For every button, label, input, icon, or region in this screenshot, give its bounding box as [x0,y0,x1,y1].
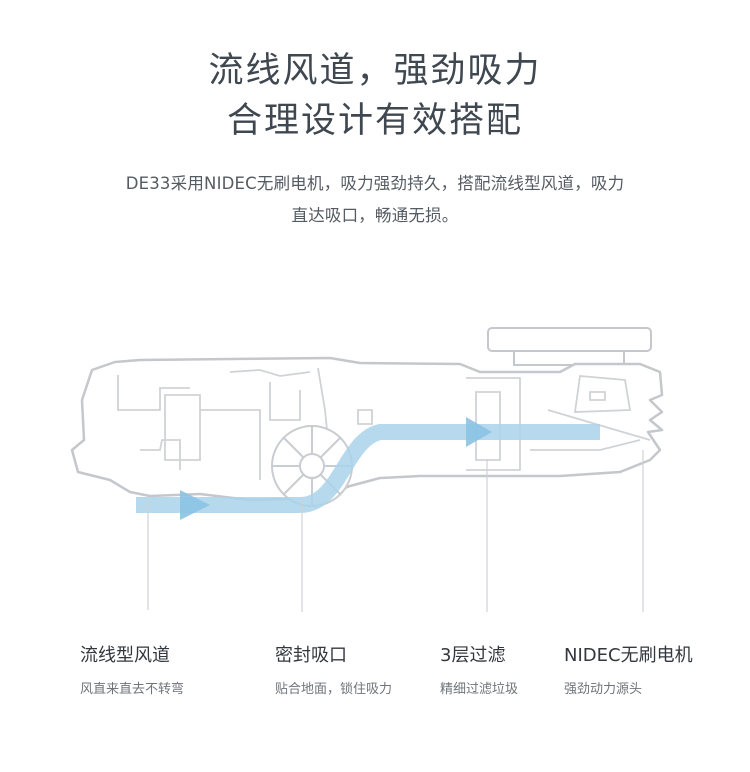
feature-title: 流线型风道 [80,645,170,666]
leader-lines [147,450,644,612]
airflow-path [136,424,600,513]
vacuum-cross-section-diagram [70,327,664,612]
feature-subtitle: 风直来直去不转弯 [80,682,185,697]
feature-nidec-motor: NIDEC无刷电机 强劲动力源头 [564,641,693,697]
feature-three-layer-filter: 3层过滤 精细过滤垃圾 [440,641,518,697]
feature-title: NIDEC无刷电机 [564,645,693,666]
feature-title: 密封吸口 [275,645,347,666]
feature-subtitle: 精细过滤垃圾 [440,682,519,697]
feature-sealed-inlet: 密封吸口 贴合地面，锁住吸力 [275,641,392,697]
headline-line-2: 合理设计有效搭配 [226,101,523,141]
feature-subtitle: 贴合地面，锁住吸力 [275,682,393,697]
description-line-2: 直达吸口，畅通无损。 [291,206,459,225]
airflow-arrow-head-1 [180,490,210,520]
description-line-1: DE33采用NIDEC无刷电机，吸力强劲持久，搭配流线型风道，吸力 [125,174,625,193]
handle-outline [487,327,652,352]
feature-air-duct: 流线型风道 风直来直去不转弯 [80,641,184,697]
handle-connector [513,350,625,366]
airflow-arrow-head-2 [466,417,492,447]
feature-title: 3层过滤 [440,645,506,666]
feature-subtitle: 强劲动力源头 [564,682,643,697]
headline-line-1: 流线风道，强劲吸力 [208,51,542,91]
